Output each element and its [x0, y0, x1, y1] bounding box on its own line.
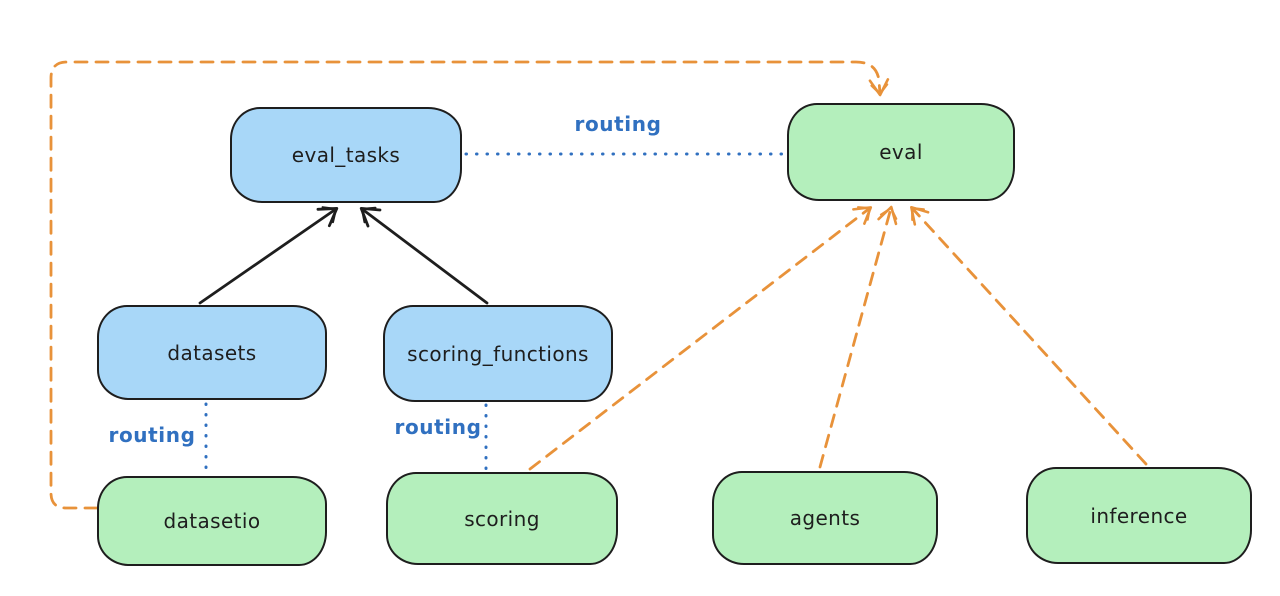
- node-scoring-label: scoring: [464, 506, 540, 531]
- routing-label-eval-tasks-eval: routing: [574, 112, 662, 136]
- node-datasetio-label: datasetio: [163, 509, 261, 533]
- node-inference-label: inference: [1090, 503, 1188, 528]
- node-eval-tasks-label: eval_tasks: [291, 143, 401, 167]
- node-datasets: datasets: [97, 305, 327, 400]
- node-agents-label: agents: [789, 506, 861, 530]
- edge-inference-to-eval: [910, 205, 1148, 466]
- node-agents: agents: [712, 471, 938, 565]
- node-inference: inference: [1026, 467, 1252, 564]
- node-scoring: scoring: [386, 472, 618, 565]
- node-scoring-functions-label: scoring_functions: [407, 341, 589, 366]
- edge-scoring-to-eval: [528, 206, 873, 471]
- node-datasetio: datasetio: [97, 476, 327, 566]
- edge-agents-to-eval: [818, 205, 898, 469]
- node-eval-label: eval: [879, 140, 923, 164]
- routing-label-scoring-functions-scoring: routing: [394, 415, 482, 439]
- node-scoring-functions: scoring_functions: [383, 305, 613, 402]
- edge-datasets-to-eval-tasks: [198, 206, 339, 305]
- edge-scoring-functions-to-eval-tasks: [359, 206, 489, 305]
- edge-datasetio-to-eval: [49, 60, 890, 510]
- node-datasets-label: datasets: [167, 340, 257, 365]
- node-eval: eval: [787, 103, 1015, 201]
- node-eval-tasks: eval_tasks: [230, 107, 462, 203]
- routing-label-datasets-datasetio: routing: [108, 423, 196, 447]
